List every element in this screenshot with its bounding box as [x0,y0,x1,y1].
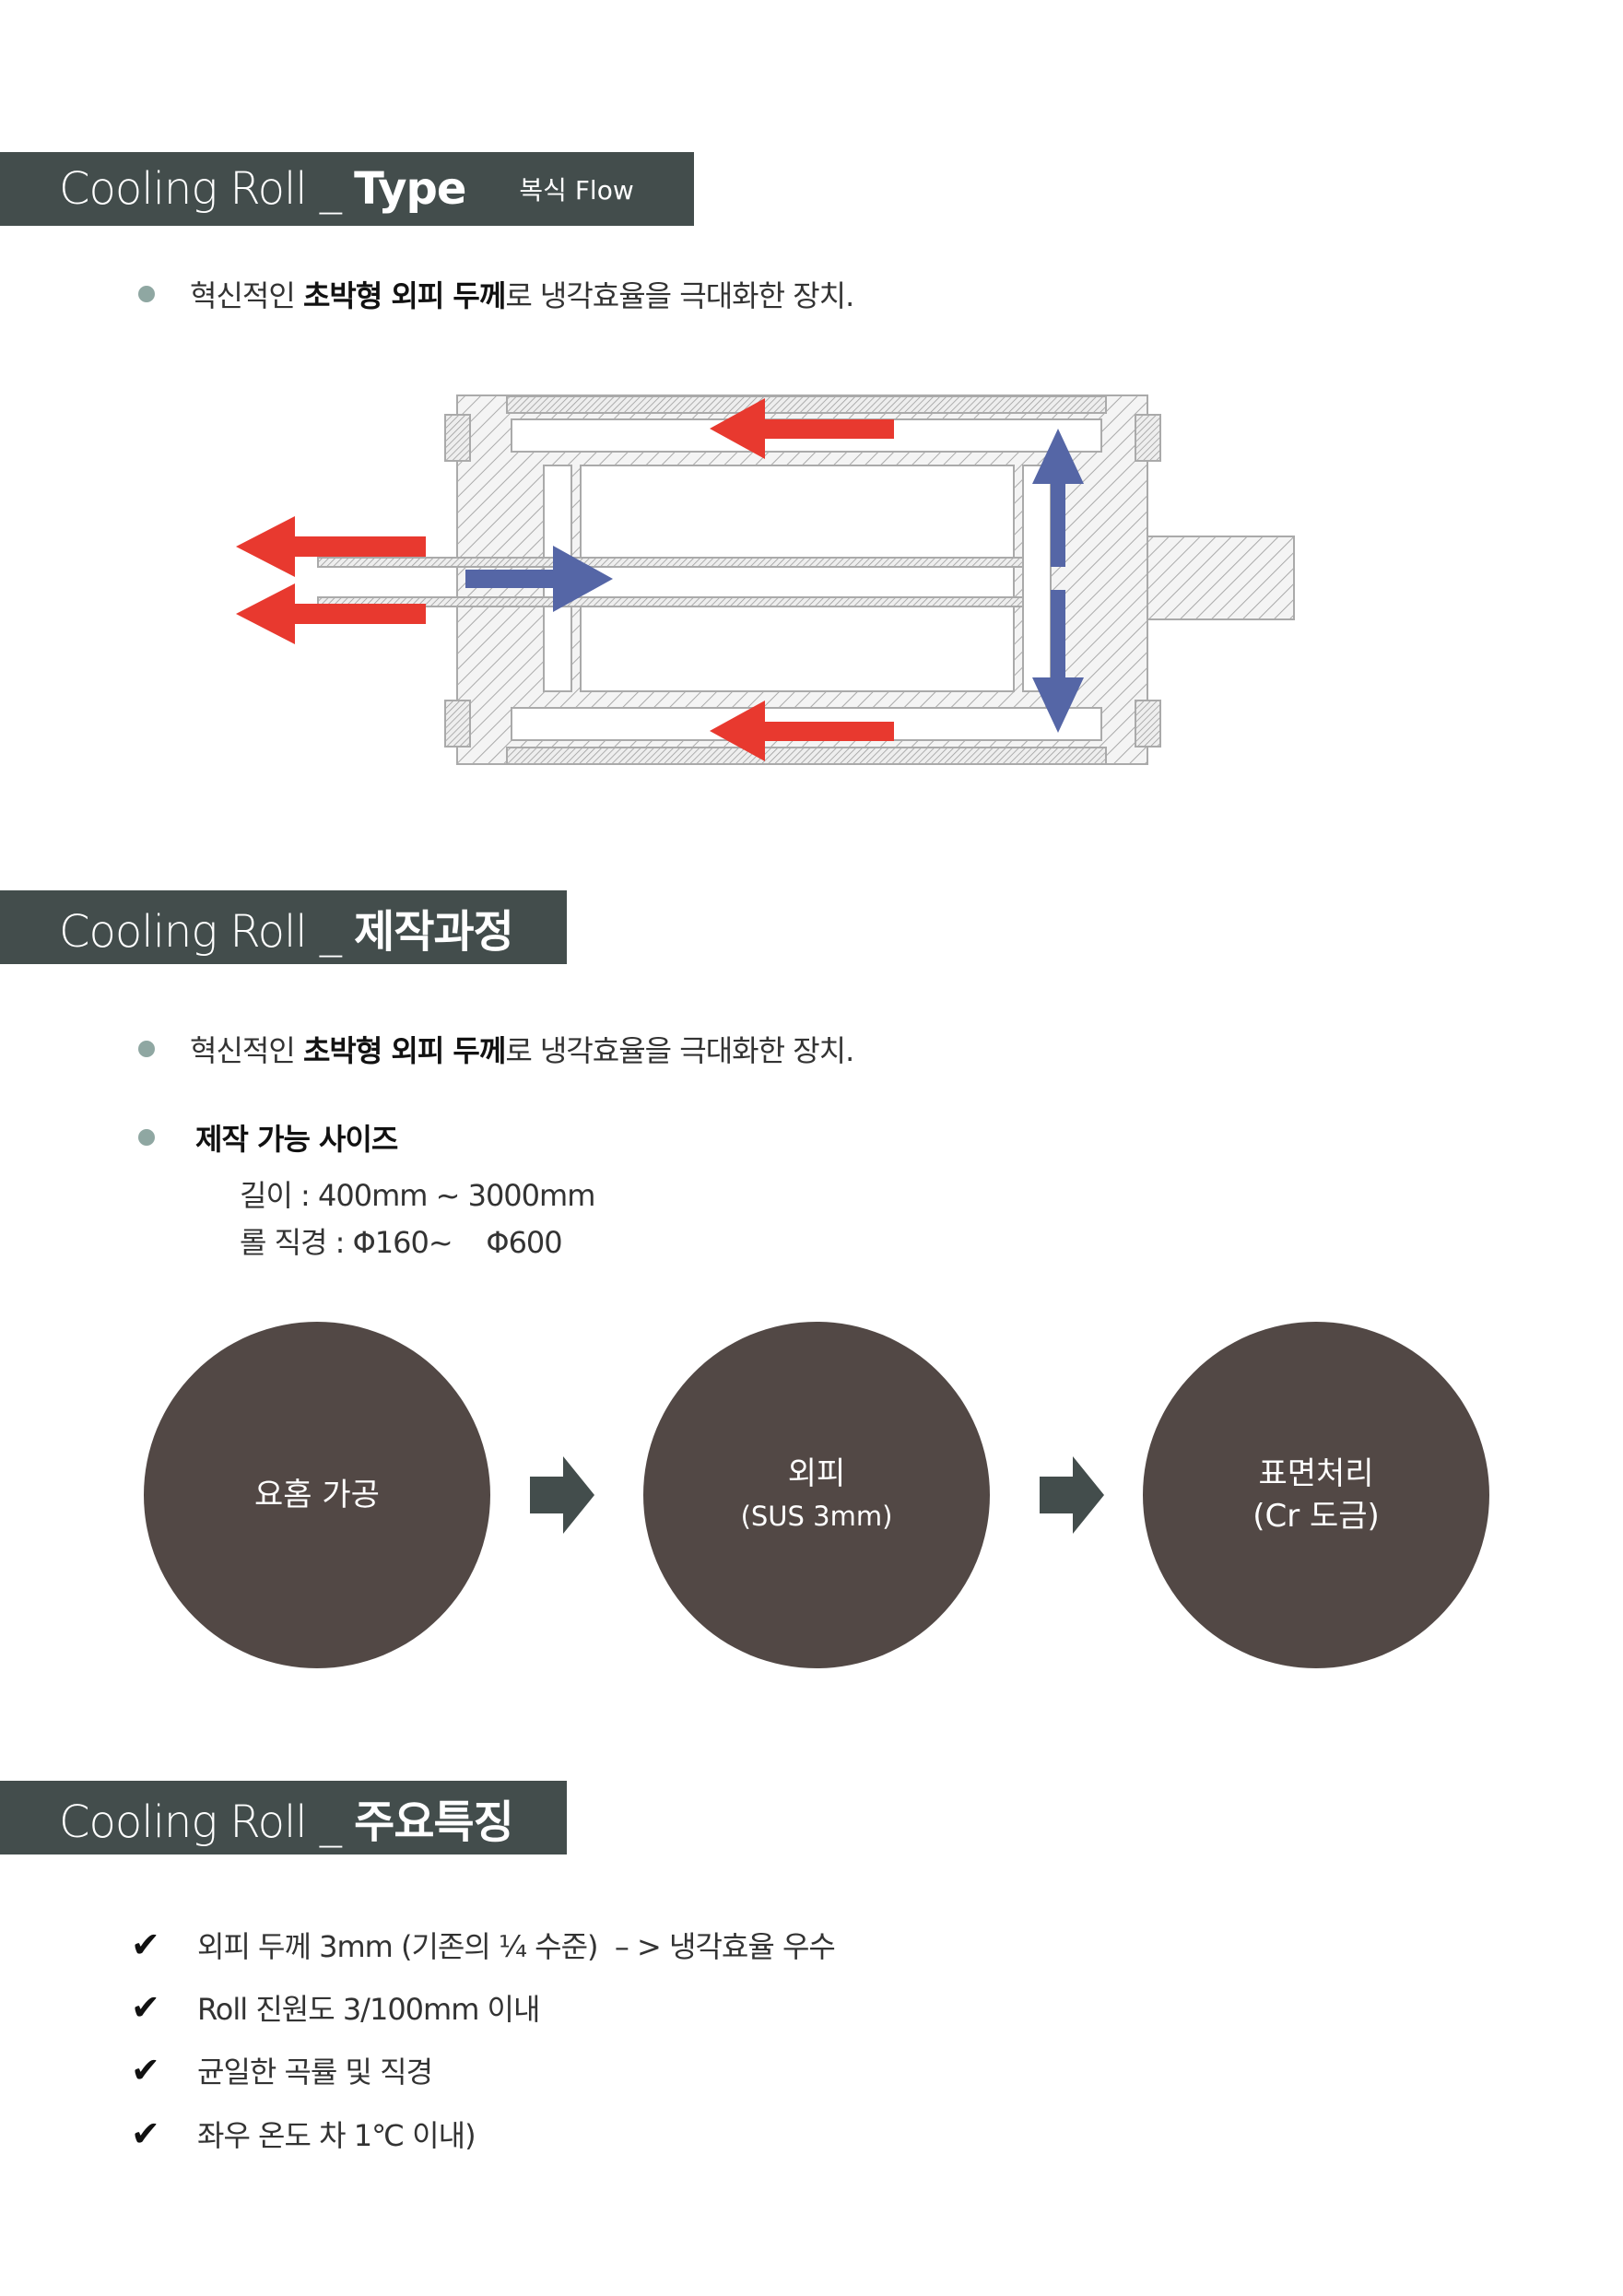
section-title: Cooling Roll _ Type [59,163,466,215]
intro-bullet: 혁신적인 초박형 외피 두께로 냉각효율을 극대화한 장치. [138,273,854,315]
check-icon: ✔ [131,2050,160,2090]
cooling-roll-flow-diagram [236,394,1295,765]
section-header-process: Cooling Roll _ 제작과정 [0,890,567,964]
arrow-right-icon [530,1456,594,1534]
feature-item: ✔균일한 곡률 및 직경 [131,2050,433,2090]
section-header-type: Cooling Roll _ Type 복식 Flow [0,152,694,226]
sizes-bullet: 제작 가능 사이즈 [138,1116,398,1159]
size-diameter: 롤 직경 : Φ160~ Φ600 [240,1225,563,1260]
check-icon: ✔ [131,1925,160,1965]
section-subtitle: 복식 Flow [519,175,634,206]
section-title: Cooling Roll _ 주요특징 [59,1796,514,1848]
bullet-dot-icon [138,1041,155,1057]
bullet-dot-icon [138,1129,155,1146]
arrow-up-icon [1032,429,1084,567]
check-icon: ✔ [131,2113,160,2154]
hot-flow-arrows [236,398,894,761]
arrow-left-icon [710,701,894,761]
arrow-left-icon [236,516,426,577]
feature-item: ✔좌우 온도 차 1℃ 이내) [131,2113,476,2154]
check-icon: ✔ [131,1987,160,2028]
arrow-left-icon [236,583,426,644]
size-length: 길이 : 400mm ~ 3000mm [240,1178,595,1213]
section-title: Cooling Roll _ 제작과정 [59,906,514,958]
feature-item: ✔외피 두께 3mm (기존의 ¼ 수준) – > 냉각효율 우수 [131,1925,836,1965]
process-step-3: 표면처리(Cr 도금) [1143,1322,1489,1668]
process-step-2: 외피(SUS 3mm) [643,1322,990,1668]
bullet-dot-icon [138,286,155,302]
feature-item: ✔Roll 진원도 3/100mm 이내 [131,1987,540,2028]
arrow-left-icon [710,398,894,459]
intro-bullet: 혁신적인 초박형 외피 두께로 냉각효율을 극대화한 장치. [138,1028,854,1070]
process-step-1: 요홈 가공 [144,1322,490,1668]
arrow-down-icon [1032,590,1084,733]
cold-flow-arrows [465,429,1084,733]
arrow-right-icon [465,546,613,612]
section-header-features: Cooling Roll _ 주요특징 [0,1781,567,1854]
arrow-right-icon [1040,1456,1104,1534]
